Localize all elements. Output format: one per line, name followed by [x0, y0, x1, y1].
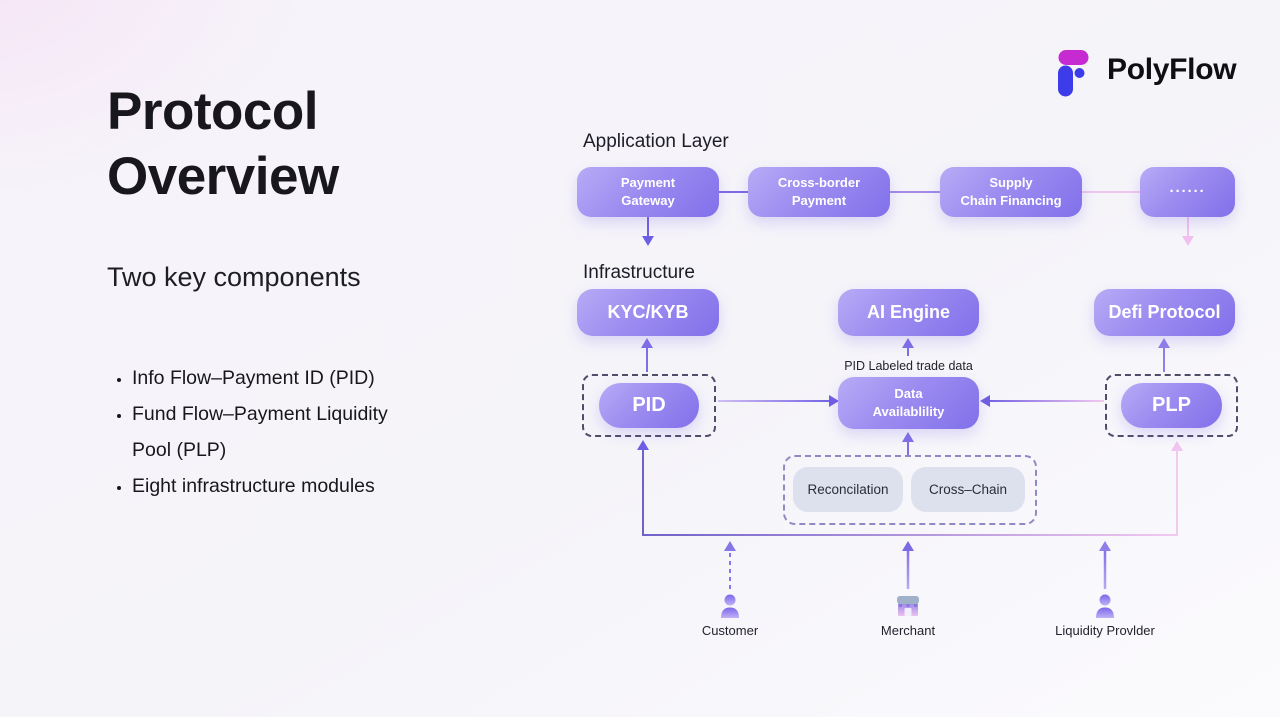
node-data-availability: Data Availablility	[838, 377, 979, 429]
actor-merchant: Merchant	[838, 592, 978, 638]
logo-wordmark: PolyFlow	[1107, 53, 1237, 86]
node-payment-gateway: Payment Gateway	[577, 167, 719, 217]
infrastructure-label: Infrastructure	[583, 262, 695, 283]
application-layer-label: Application Layer	[583, 131, 729, 152]
customer-icon	[721, 594, 739, 618]
pid-trade-data-annotation: PID Labeled trade data	[844, 359, 973, 373]
node-kyc-kyb: KYC/KYB	[577, 289, 719, 336]
actor-liquidity-provider: Liquidity Provlder	[1035, 592, 1175, 638]
polyflow-logo: PolyFlow	[1053, 42, 1237, 98]
actor-label: Merchant	[880, 623, 936, 638]
list-item: Info Flow–Payment ID (PID)	[132, 360, 420, 396]
polyflow-logo-icon	[1058, 50, 1089, 97]
node-ai-engine: AI Engine	[838, 289, 979, 336]
node-cross-chain: Cross–Chain	[911, 467, 1025, 512]
liquidity-provider-icon	[1096, 594, 1114, 618]
node-pid: PID	[599, 383, 699, 428]
node-cross-border-payment: Cross-border Payment	[748, 167, 890, 217]
pid-dashed-container	[582, 374, 716, 437]
node-supply-chain-financing: Supply Chain Financing	[940, 167, 1082, 217]
node-more-apps: ······	[1140, 167, 1235, 217]
modules-dashed-container	[783, 455, 1037, 525]
node-reconcilation: Reconcilation	[793, 467, 903, 512]
actor-label: Liquidity Provlder	[1055, 623, 1155, 638]
merchant-icon	[897, 596, 919, 616]
list-item: Fund Flow–Payment Liquidity Pool (PLP)	[132, 396, 420, 468]
key-points-list: Info Flow–Payment ID (PID) Fund Flow–Pay…	[112, 360, 420, 504]
list-item: Eight infrastructure modules	[132, 468, 420, 504]
subtitle: Two key components	[107, 262, 361, 292]
actor-customer: Customer	[660, 592, 800, 638]
node-defi-protocol: Defi Protocol	[1094, 289, 1235, 336]
plp-dashed-container	[1105, 374, 1238, 437]
node-plp: PLP	[1121, 383, 1222, 428]
page-title: Protocol Overview	[107, 82, 339, 206]
actor-label: Customer	[701, 623, 759, 638]
